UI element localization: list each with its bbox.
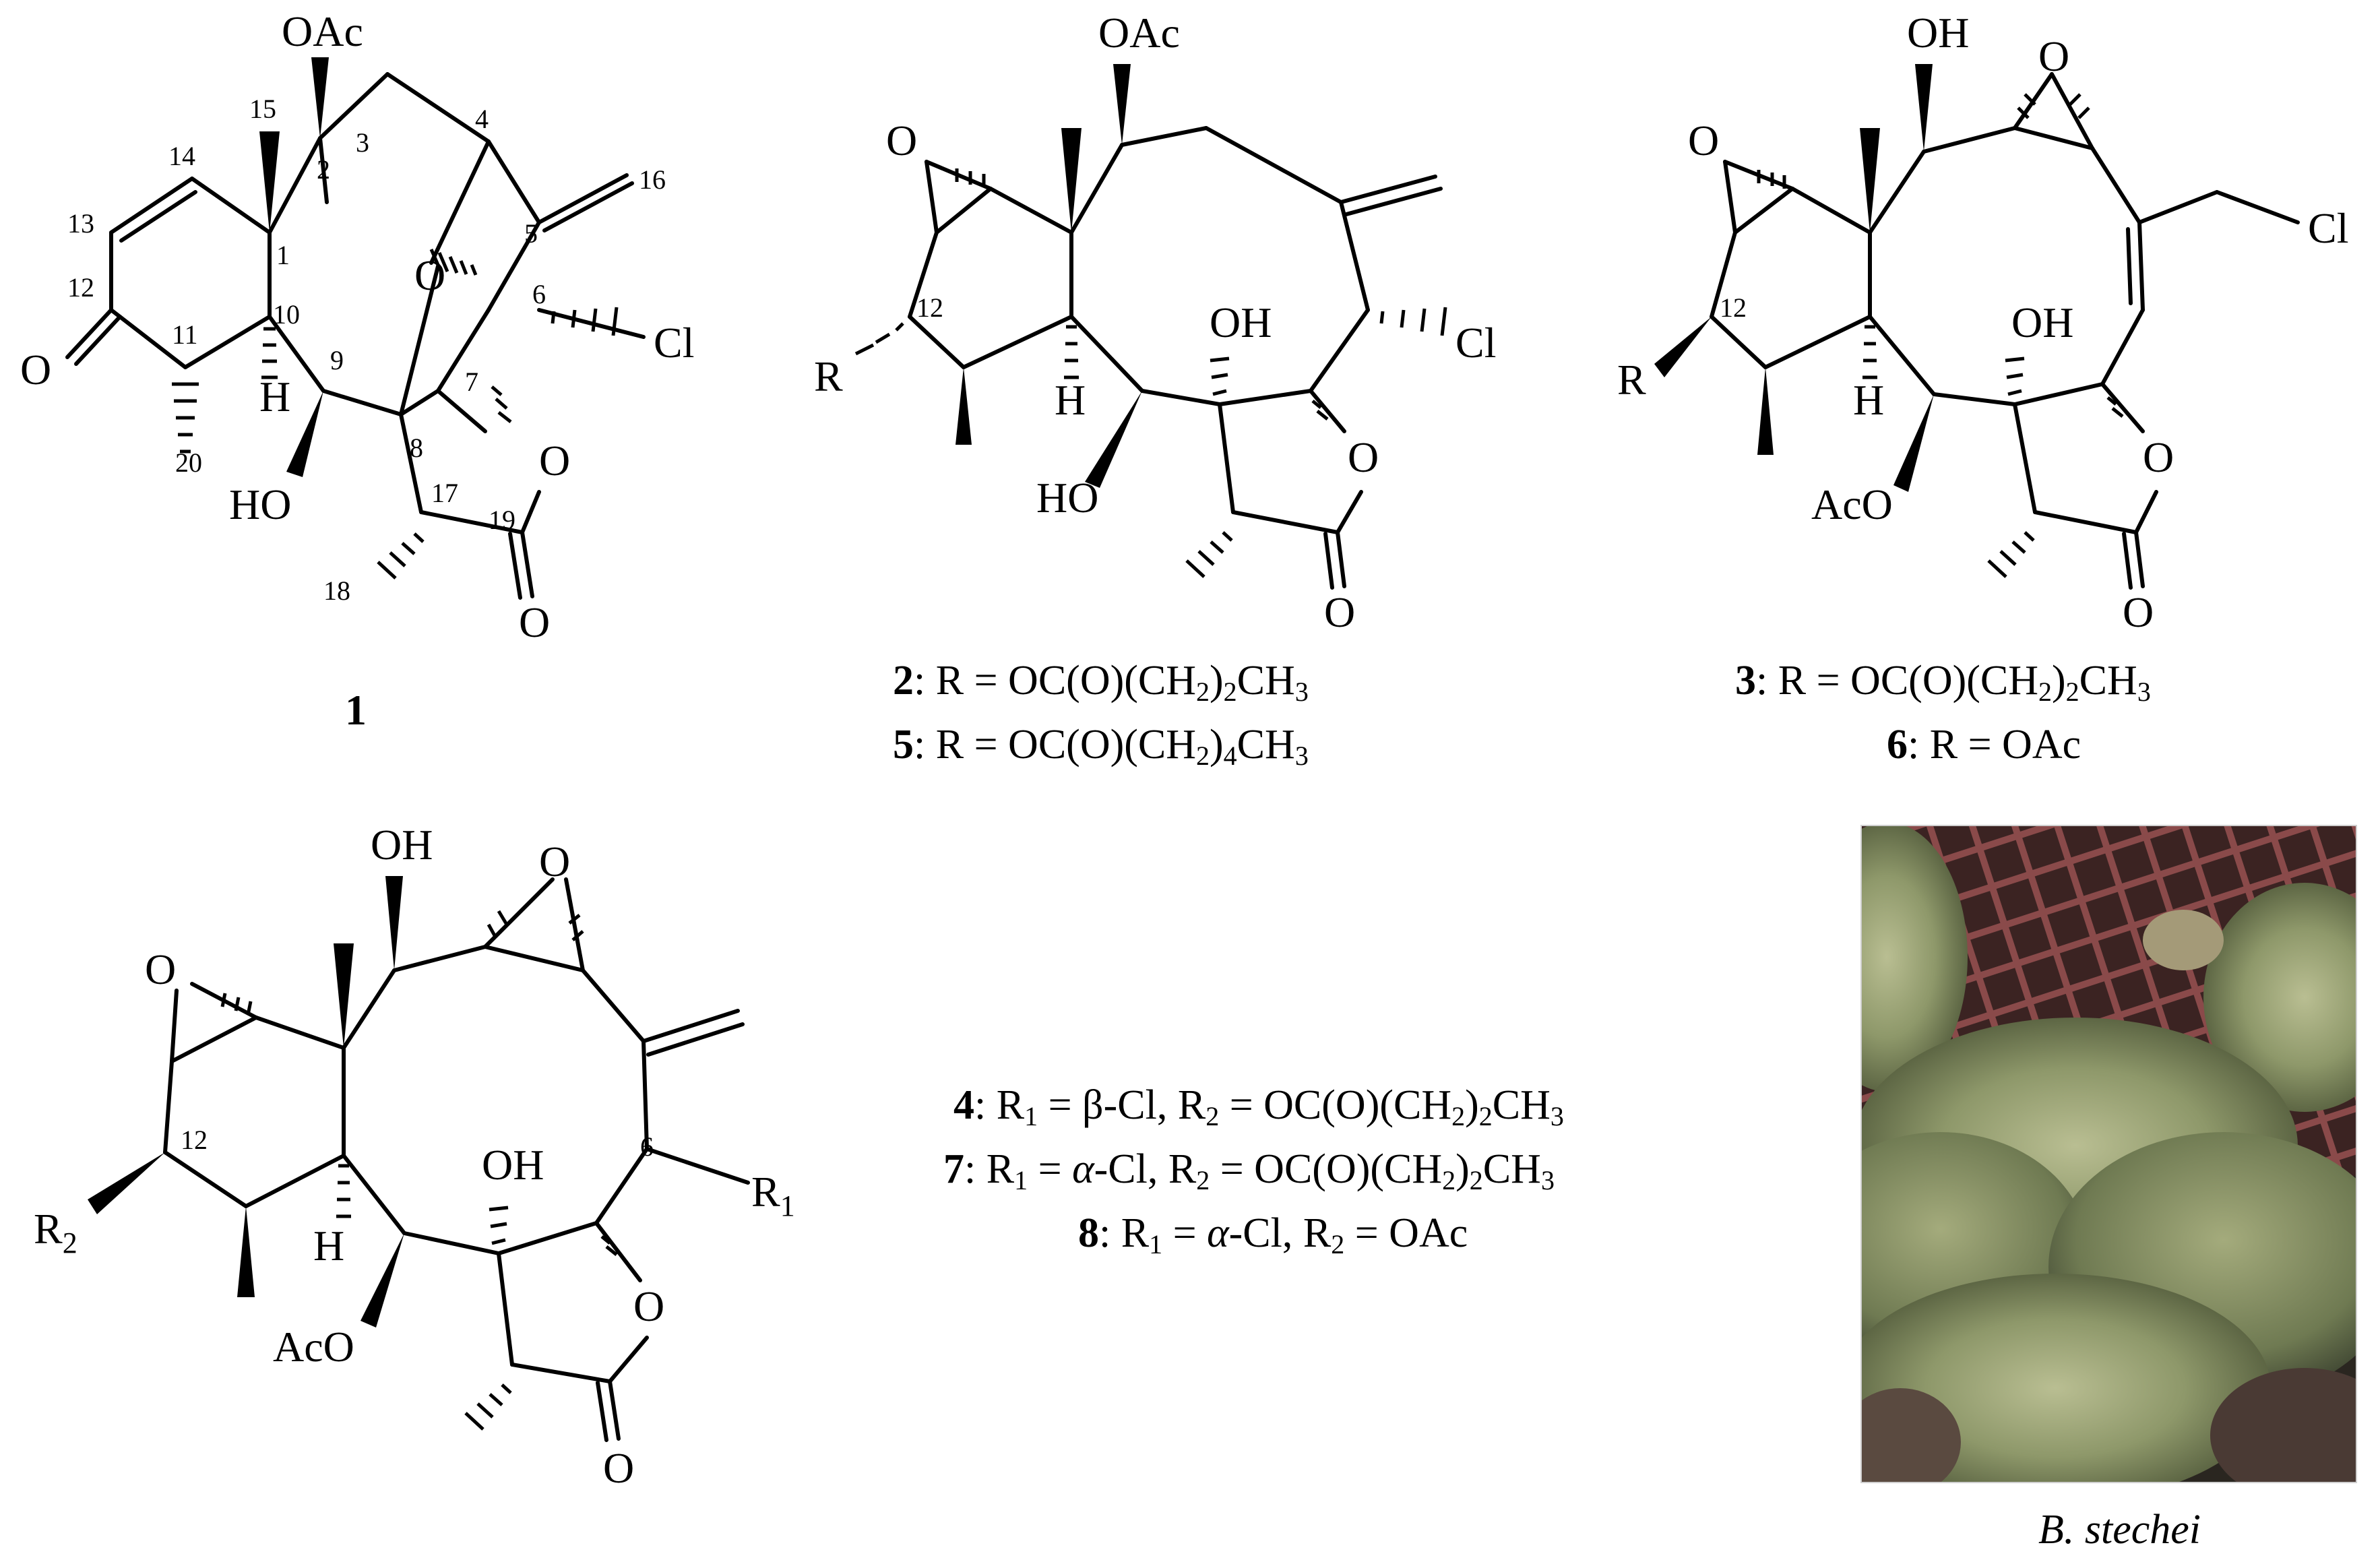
c3-epoxide-oxygen-left-label: O <box>1688 117 1719 164</box>
c2-epoxide-oxygen-label: O <box>886 117 917 164</box>
caption-compound-2: 2: R = OC(O)(CH2)2CH3 <box>893 658 1309 707</box>
c4-oh-top-label: OH <box>371 821 433 869</box>
compound-1-structure: OAc O Cl H O HO O O 1 2 3 4 5 6 7 8 9 10… <box>20 7 694 734</box>
c3-carbonyl-oxygen-label: O <box>2123 588 2154 636</box>
c2-chlorine-label: Cl <box>1455 319 1496 367</box>
c1-locant-19: 19 <box>489 505 515 535</box>
caption-compound-7: 7: R1 = α-Cl, R2 = OC(O)(CH2)2CH3 <box>943 1146 1555 1195</box>
c4-r1-label: R1 <box>751 1168 795 1222</box>
caption-compound-6: 6: R = OAc <box>1887 722 2081 768</box>
c1-locant-6: 6 <box>532 279 546 309</box>
c1-locant-11: 11 <box>172 319 198 350</box>
c1-locant-15: 15 <box>249 94 276 124</box>
c1-carbonyl-oxygen-label: O <box>519 598 550 646</box>
c1-locant-9: 9 <box>330 345 344 375</box>
c1-locant-16: 16 <box>639 164 666 195</box>
c1-locant-8: 8 <box>410 433 423 463</box>
c4-locant-6: 6 <box>640 1131 654 1162</box>
caption-compound-8: 8: R1 = α-Cl, R2 = OAc <box>1078 1210 1468 1259</box>
c3-r-label: R <box>1617 356 1646 404</box>
coral-photo <box>1861 825 2356 1483</box>
c1-locant-5: 5 <box>524 218 538 249</box>
c2-locant-12: 12 <box>916 292 943 323</box>
c4-carbonyl-oxygen-label: O <box>603 1444 634 1492</box>
c1-lactone-oxygen-label: O <box>539 437 570 485</box>
c3-aco-label: AcO <box>1811 480 1893 528</box>
c3-oh-label: OH <box>2011 299 2073 346</box>
caption-compound-4: 4: R1 = β-Cl, R2 = OC(O)(CH2)2CH3 <box>953 1082 1564 1131</box>
c1-locant-10: 10 <box>273 299 300 330</box>
c1-oac-label: OAc <box>282 7 363 55</box>
c1-locant-12: 12 <box>67 272 94 303</box>
c2-ho-label: HO <box>1036 474 1098 522</box>
compound-3-structure: OH O O Cl R H OH AcO O O 12 <box>1617 9 2348 636</box>
c2-carbonyl-oxygen-label: O <box>1324 588 1355 636</box>
c2-h-label: H <box>1055 376 1086 424</box>
c4-epoxide-oxygen-right-label: O <box>539 838 570 885</box>
c4-locant-12: 12 <box>181 1125 208 1155</box>
c1-locant-14: 14 <box>168 141 195 171</box>
c2-oac-label: OAc <box>1098 9 1180 57</box>
c3-chlorine-label: Cl <box>2308 204 2348 252</box>
c4-epoxide-oxygen-left-label: O <box>145 945 176 993</box>
compound-2-structure: OAc O R H OH Cl HO O O 12 <box>814 9 1496 636</box>
c2-r-label: R <box>814 352 843 400</box>
compound-4-structure: OH O O R2 H OH R1 AcO O O 12 6 <box>34 821 795 1492</box>
c4-r2-label: R2 <box>34 1205 77 1259</box>
c1-locant-20: 20 <box>175 447 202 478</box>
c3-lactone-oxygen-label: O <box>2143 433 2174 481</box>
c1-ketone-oxygen-label: O <box>20 346 51 394</box>
c3-oh-top-label: OH <box>1907 9 1969 57</box>
compound-1-number: 1 <box>345 686 367 734</box>
c1-locant-18: 18 <box>323 575 350 606</box>
c4-aco-label: AcO <box>273 1323 354 1371</box>
c1-locant-4: 4 <box>475 104 489 134</box>
c1-locant-17: 17 <box>431 478 458 508</box>
caption-compound-3: 3: R = OC(O)(CH2)2CH3 <box>1735 658 2151 707</box>
c3-locant-12: 12 <box>1720 292 1747 323</box>
c2-oh-label: OH <box>1210 299 1272 346</box>
c4-lactone-oxygen-label: O <box>633 1282 664 1330</box>
c1-chlorine-label: Cl <box>654 319 694 367</box>
c4-h-label: H <box>313 1222 344 1270</box>
c1-ho-label: HO <box>229 480 291 528</box>
c3-h-label: H <box>1853 376 1884 424</box>
c3-epoxide-oxygen-right-label: O <box>2038 32 2069 80</box>
caption-compound-5: 5: R = OC(O)(CH2)4CH3 <box>893 722 1309 771</box>
c1-locant-13: 13 <box>67 208 94 239</box>
c1-locant-3: 3 <box>356 127 369 158</box>
c1-locant-2: 2 <box>317 154 330 185</box>
c4-oh-label: OH <box>482 1141 544 1189</box>
c1-locant-7: 7 <box>465 367 478 397</box>
c2-lactone-oxygen-label: O <box>1348 433 1379 481</box>
c1-bridge-oxygen-label: O <box>414 251 445 299</box>
c1-locant-1: 1 <box>276 240 290 270</box>
photo-caption: B. stechei <box>2038 1507 2201 1553</box>
c1-h-label: H <box>259 373 290 420</box>
photo-frame <box>1860 825 2357 1483</box>
